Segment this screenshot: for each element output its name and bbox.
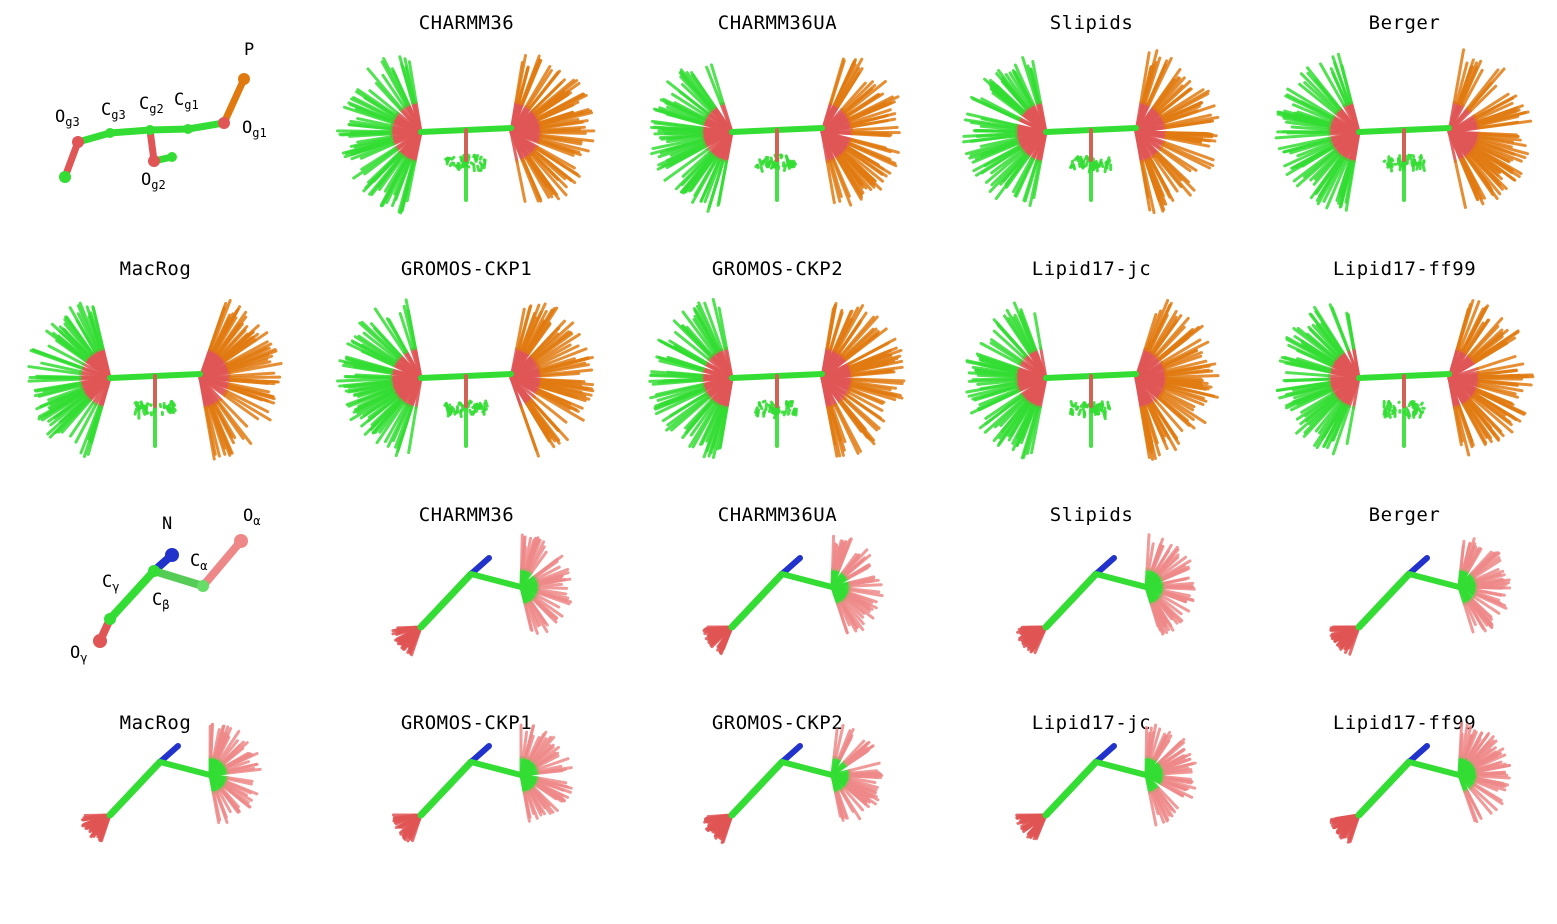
label-P: P (244, 40, 254, 60)
headgroup-conformer-ensemble (1249, 492, 1557, 716)
label-Og2: Og2 (141, 170, 166, 192)
headgroup-conformer-ensemble (311, 492, 622, 716)
panel-glycerol-slipids: Slipids (936, 0, 1247, 224)
headgroup-conformer-ensemble (622, 700, 933, 896)
panel-headgroup-berger: Berger (1249, 492, 1557, 716)
panel-glycerol-berger: Berger (1249, 0, 1557, 224)
glycerol-conformer-ensemble (1249, 246, 1557, 470)
label-Cb: Cβ (152, 590, 169, 612)
headgroup-conformer-ensemble (936, 492, 1247, 716)
label-Oa: Oα (243, 506, 260, 528)
glycerol-conformer-ensemble (936, 246, 1247, 470)
panel-headgroup-gromos-ckp2: GROMOS-CKP2 (622, 700, 933, 924)
headgroup-conformer-ensemble (311, 700, 622, 896)
headgroup-conformer-ensemble (936, 700, 1247, 896)
label-Cg1: Cg1 (174, 90, 199, 112)
label-N: N (162, 514, 172, 534)
panel-headgroup-lipid17-jc: Lipid17-jc (936, 700, 1247, 924)
panel-glycerol-gromos-ckp1: GROMOS-CKP1 (311, 246, 622, 470)
panel-headgroup-charmm36ua: CHARMM36UA (622, 492, 933, 716)
glycerol-conformer-ensemble (622, 246, 933, 470)
label-Cg2: Cg2 (139, 94, 164, 116)
glycerol-conformer-ensemble (622, 0, 933, 224)
glycerol-conformer-ensemble (0, 246, 311, 470)
panel-headgroup-lipid17-ff99: Lipid17-ff99 (1249, 700, 1557, 924)
label-Og: Oγ (70, 643, 87, 665)
headgroup-schematic: N Oα Cα Cγ Cβ Oγ (0, 492, 311, 716)
panel-headgroup-charmm36: CHARMM36 (311, 492, 622, 716)
label-Ca: Cα (190, 551, 207, 573)
panel-headgroup-macrog: MacRog (0, 700, 311, 924)
glycerol-conformer-ensemble (311, 0, 622, 224)
panel-glycerol-charmm36ua: CHARMM36UA (622, 0, 933, 224)
label-Og1: Og1 (242, 118, 267, 140)
panel-glycerol-macrog: MacRog (0, 246, 311, 470)
panel-headgroup-slipids: Slipids (936, 492, 1247, 716)
headgroup-conformer-ensemble (1249, 700, 1557, 896)
glycerol-conformer-ensemble (311, 246, 622, 470)
glycerol-conformer-ensemble (936, 0, 1247, 224)
panel-glycerol-gromos-ckp2: GROMOS-CKP2 (622, 246, 933, 470)
headgroup-conformer-ensemble (622, 492, 933, 716)
label-Og3: Og3 (55, 107, 80, 129)
glycerol-schematic: P Og3 Cg3 Cg2 Cg1 Og1 Og2 (0, 0, 311, 224)
panel-glycerol-lipid17-jc: Lipid17-jc (936, 246, 1247, 470)
label-Cg: Cγ (102, 572, 119, 594)
panel-glycerol-charmm36: CHARMM36 (311, 0, 622, 224)
headgroup-conformer-ensemble (0, 700, 311, 896)
panel-glycerol-lipid17-ff99: Lipid17-ff99 (1249, 246, 1557, 470)
label-Cg3: Cg3 (101, 100, 126, 122)
panel-headgroup-gromos-ckp1: GROMOS-CKP1 (311, 700, 622, 924)
glycerol-conformer-ensemble (1249, 0, 1557, 224)
